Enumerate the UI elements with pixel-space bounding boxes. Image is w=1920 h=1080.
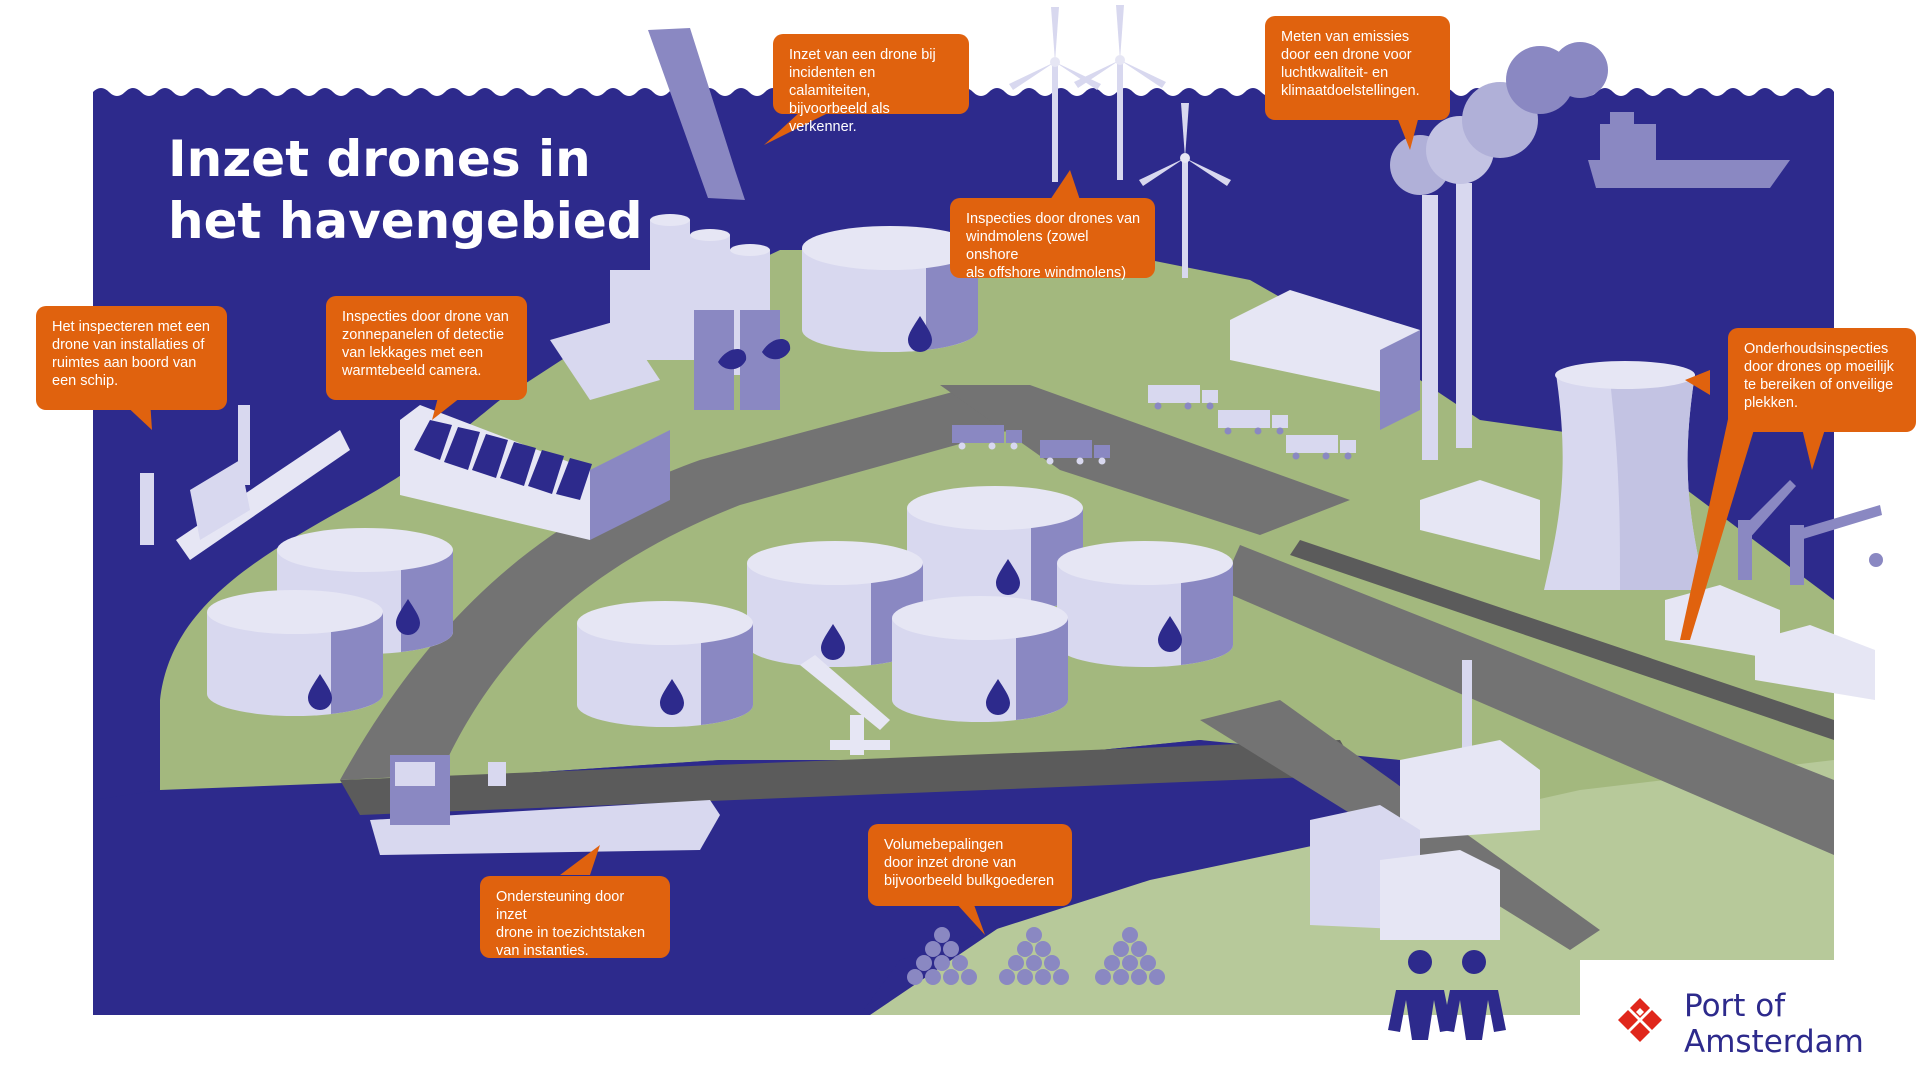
ship-icon	[140, 405, 350, 560]
title-line-2: het havengebied	[168, 192, 643, 250]
cooling-tower	[1544, 361, 1705, 590]
logo-line-1: Port of	[1684, 988, 1786, 1024]
port-logo-icon	[1618, 998, 1662, 1042]
title-line-1: Inzet drones in	[168, 130, 591, 188]
railway	[1290, 540, 1834, 740]
ship-icon	[1588, 112, 1790, 188]
callout-windmolens: Inspecties door drones van windmolens (z…	[950, 198, 1155, 281]
logo-line-2: Amsterdam	[1684, 1024, 1864, 1060]
crane-icon	[1738, 480, 1883, 585]
small-buildings	[1420, 480, 1875, 700]
power-station	[1310, 660, 1540, 940]
warehouse	[1230, 290, 1420, 430]
barge	[370, 755, 720, 855]
person-icon	[1388, 950, 1506, 1040]
callout-schip: Het inspecteren met een drone van instal…	[36, 306, 227, 410]
callout-onderhoud: Onderhoudsinspecties door drones op moei…	[1728, 328, 1916, 432]
callout-toezicht: Ondersteuning door inzet drone in toezic…	[480, 876, 670, 959]
smoke-cloud	[1390, 42, 1608, 195]
page-title: Inzet drones in het havengebied	[168, 128, 688, 252]
bulk-goods-piles	[907, 927, 1165, 985]
logo-text: Port of Amsterdam	[1684, 988, 1864, 1060]
silos	[610, 214, 780, 410]
callout-zonnepanelen: Inspecties door drone van zonnepanelen o…	[326, 296, 527, 400]
callout-incidenten: Inzet van een drone bij incidenten en ca…	[773, 34, 969, 135]
callout-emissies: Meten van emissies door een drone voor l…	[1265, 16, 1450, 120]
port-of-amsterdam-logo[interactable]: Port of Amsterdam	[1580, 960, 1920, 1080]
solar-panel-icon	[414, 420, 592, 500]
chimneys	[1422, 183, 1472, 460]
leaf-icon	[718, 338, 791, 370]
quay	[340, 740, 1360, 815]
ship-icon	[648, 28, 745, 200]
callout-volume: Volumebepalingen door inzet drone van bi…	[868, 824, 1072, 906]
crane-icon	[800, 655, 890, 755]
